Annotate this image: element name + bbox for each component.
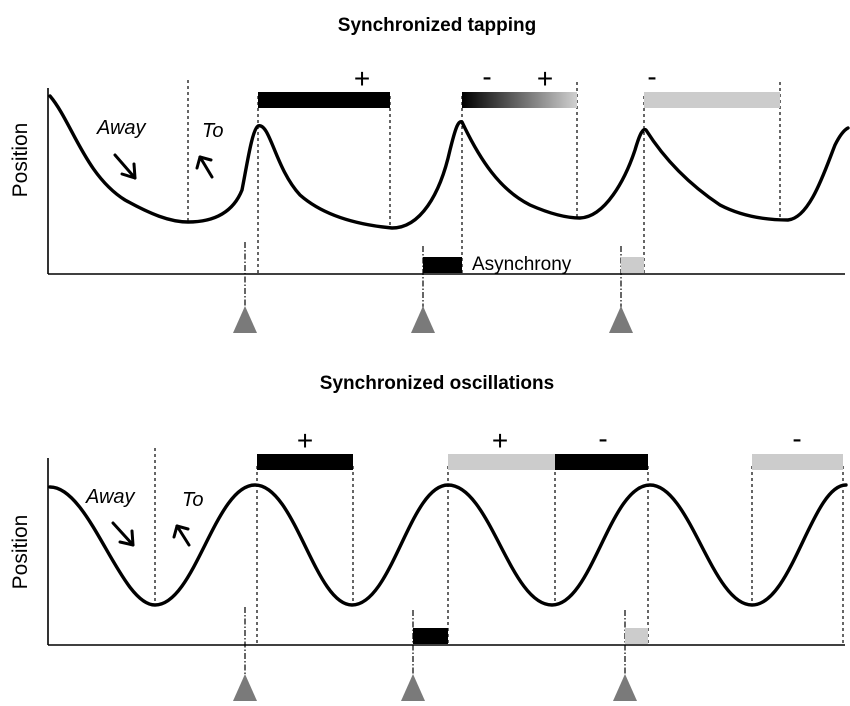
away-label: Away	[85, 486, 136, 508]
sign-plus: +	[537, 63, 553, 94]
sign-minus: -	[647, 61, 656, 92]
away-arrow-icon	[113, 153, 137, 180]
sign-plus: +	[297, 425, 313, 456]
panel-tapping: Synchronized tapping Position + - + - As…	[9, 15, 850, 333]
panel-title: Synchronized oscillations	[320, 373, 554, 394]
sign-minus: -	[792, 423, 801, 454]
metronome-triangle-icon	[401, 674, 425, 701]
sign-plus: +	[492, 425, 508, 456]
away-arrow-icon	[111, 521, 135, 547]
metronome-triangle-icon	[411, 306, 435, 333]
panel-oscillations: Synchronized oscillations Position + + -…	[9, 373, 848, 701]
y-axis-label: Position	[9, 515, 32, 590]
position-trace	[48, 94, 850, 230]
metronome-triangle-icon	[233, 306, 257, 333]
error-bar-gray	[752, 454, 843, 470]
away-label: Away	[96, 117, 147, 139]
asynchrony-bar-gray	[621, 257, 644, 273]
to-arrow-icon	[195, 155, 214, 179]
metronome-triangle-icon	[613, 674, 637, 701]
to-label: To	[182, 489, 204, 511]
sign-minus: -	[482, 61, 491, 92]
asynchrony-bar-black	[423, 257, 462, 273]
asynchrony-bar-black	[413, 628, 448, 644]
error-bar-black	[258, 92, 390, 108]
asynchrony-label: Asynchrony	[472, 254, 572, 275]
error-bar-gray	[644, 92, 780, 108]
error-bar-black	[257, 454, 353, 470]
metronome-triangle-icon	[609, 306, 633, 333]
asynchrony-bar-gray	[625, 628, 648, 644]
metronome-triangle-icon	[233, 674, 257, 701]
error-bar-gray	[448, 454, 555, 470]
error-bar-black	[555, 454, 648, 470]
to-arrow-icon	[172, 524, 191, 547]
panel-title: Synchronized tapping	[338, 15, 536, 36]
sign-minus: -	[598, 423, 607, 454]
y-axis-label: Position	[9, 123, 32, 198]
error-bar-gradient	[462, 92, 577, 108]
sign-plus: +	[354, 63, 370, 94]
to-label: To	[202, 120, 224, 142]
